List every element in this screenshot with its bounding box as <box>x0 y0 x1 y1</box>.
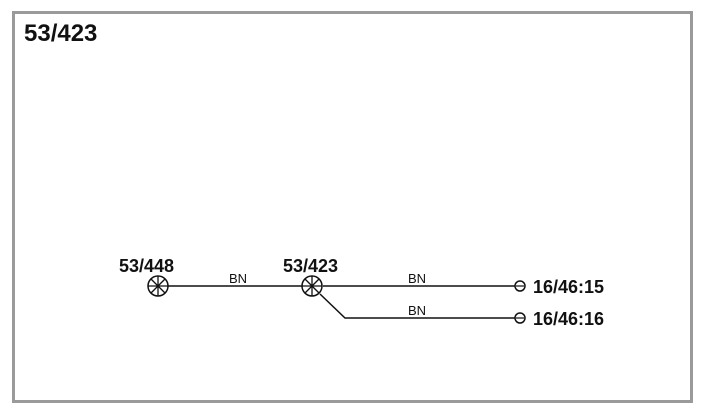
wire-middle-to-terminal-2 <box>319 293 515 319</box>
wire-label-left: BN <box>229 271 247 286</box>
terminal-1 <box>514 280 526 292</box>
node-label-left: 53/448 <box>119 256 174 276</box>
terminal-2 <box>514 312 526 324</box>
splice-node-middle <box>301 275 323 297</box>
node-label-middle: 53/423 <box>283 256 338 276</box>
splice-node-left <box>147 275 169 297</box>
terminal-label-2: 16/46:16 <box>533 309 604 329</box>
terminal-label-1: 16/46:15 <box>533 277 604 297</box>
wire-label-terminal-2: BN <box>408 303 426 318</box>
wire-label-terminal-1: BN <box>408 271 426 286</box>
diagram-frame <box>12 11 693 403</box>
diagram-title: 53/423 <box>24 20 98 47</box>
